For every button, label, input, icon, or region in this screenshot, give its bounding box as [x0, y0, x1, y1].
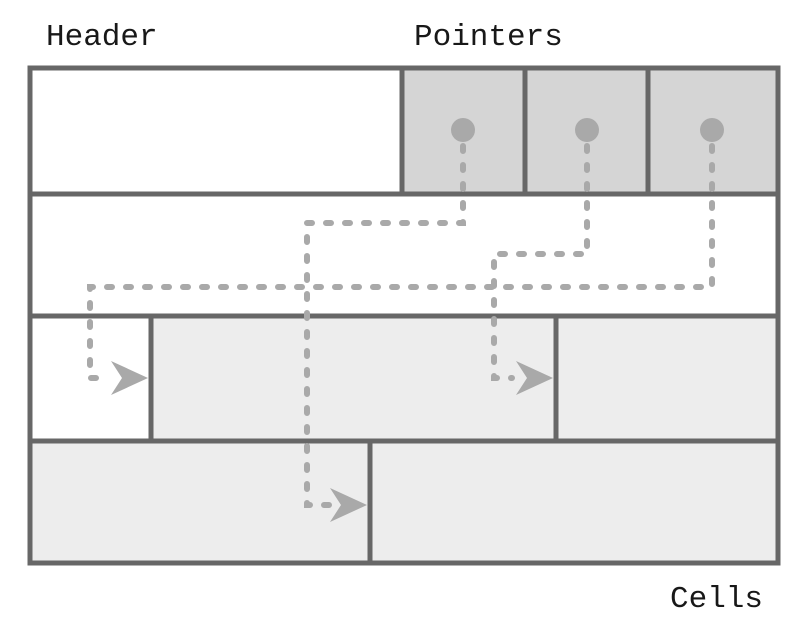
outer-frame: [27, 65, 781, 566]
cells-label: Cells: [670, 582, 763, 617]
pointer-3-connector: [87, 143, 715, 381]
bottom-row-cell-2: [367, 438, 781, 566]
pointer-2-connector: [491, 143, 590, 381]
pointers-label: Pointers: [414, 20, 563, 55]
pointer-2-dot-icon: [575, 118, 599, 142]
pointer-1-connector: [304, 143, 466, 508]
pointer-3-dot-icon: [700, 118, 724, 142]
pointer-3-arrowhead-icon: [111, 361, 148, 395]
header-label: Header: [46, 20, 158, 55]
header-slot: [27, 65, 405, 197]
bottom-row-cell-1: [27, 438, 373, 566]
spacer-row: [27, 191, 781, 319]
pointer-2-arrowhead-icon: [516, 361, 553, 395]
middle-row-cell-3: [553, 313, 781, 444]
pointer-1-arrowhead-icon: [330, 488, 367, 522]
pointer-1-dot-icon: [451, 118, 475, 142]
